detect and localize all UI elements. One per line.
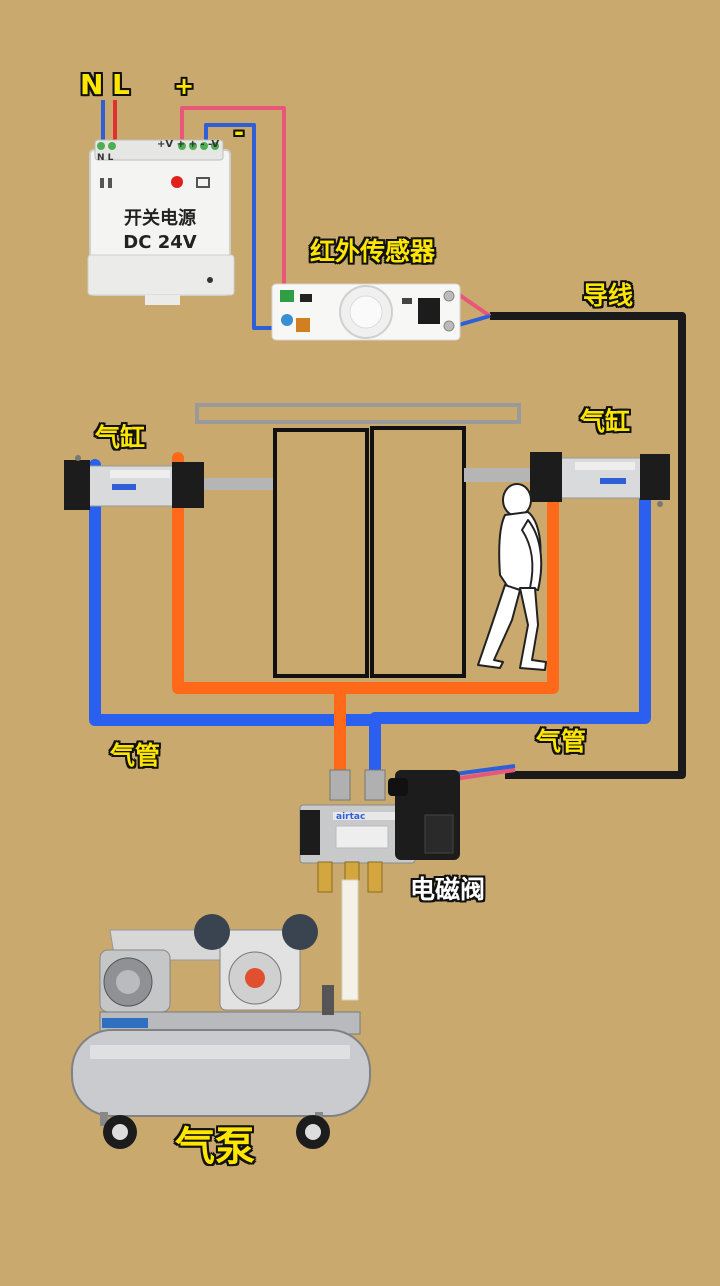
door-rail xyxy=(195,403,521,424)
orange-hose-left xyxy=(172,452,346,781)
blue-hose-right xyxy=(369,494,651,724)
label-air-hose-left: 气管 xyxy=(110,741,161,770)
cylinder-right xyxy=(464,452,670,507)
door-panel-left xyxy=(273,428,369,678)
blue-hose-left xyxy=(89,459,381,781)
fitting-orange xyxy=(329,769,351,801)
label-wire: 导线 xyxy=(583,281,634,310)
valve-brand: airtac xyxy=(336,812,366,822)
psu-voltage: DC 24V xyxy=(123,232,197,253)
label-cylinder-right: 气缸 xyxy=(580,407,631,436)
label-ir-sensor: 红外传感器 xyxy=(310,237,436,266)
pressure-gauge-icon xyxy=(245,968,265,988)
label-n: N xyxy=(80,68,104,101)
supply-pipe xyxy=(341,879,359,1001)
sensor-out-blue xyxy=(454,314,491,328)
psu-terminal-right: +V + + - -V xyxy=(157,139,220,150)
psu-terminal-left: N L xyxy=(97,153,114,163)
signal-wire xyxy=(490,312,686,779)
solenoid-valve xyxy=(299,770,460,893)
psu-blue-wire xyxy=(204,123,280,330)
fitting-blue xyxy=(364,769,386,801)
door-panel-right xyxy=(370,426,466,678)
cylinder-left xyxy=(64,455,273,510)
label-minus: - xyxy=(234,118,244,146)
air-compressor xyxy=(71,914,371,1149)
label-air-hose-right: 气管 xyxy=(536,727,587,756)
label-cylinder-left: 气缸 xyxy=(95,423,146,452)
sensor-out-red xyxy=(453,290,492,318)
power-led-icon xyxy=(171,176,183,188)
air-hoses xyxy=(89,452,651,781)
label-l: L xyxy=(112,68,130,101)
label-air-pump: 气泵 xyxy=(175,1124,255,1170)
label-plus: + xyxy=(174,72,195,100)
psu-title: 开关电源 xyxy=(124,208,196,229)
walking-person-icon xyxy=(477,483,547,671)
orange-hose-right xyxy=(334,494,559,694)
ir-sensor-board xyxy=(271,283,461,341)
psu-red-wire xyxy=(180,106,286,292)
label-solenoid-valve: 电磁阀 xyxy=(410,875,486,904)
switching-power-supply xyxy=(87,139,235,305)
